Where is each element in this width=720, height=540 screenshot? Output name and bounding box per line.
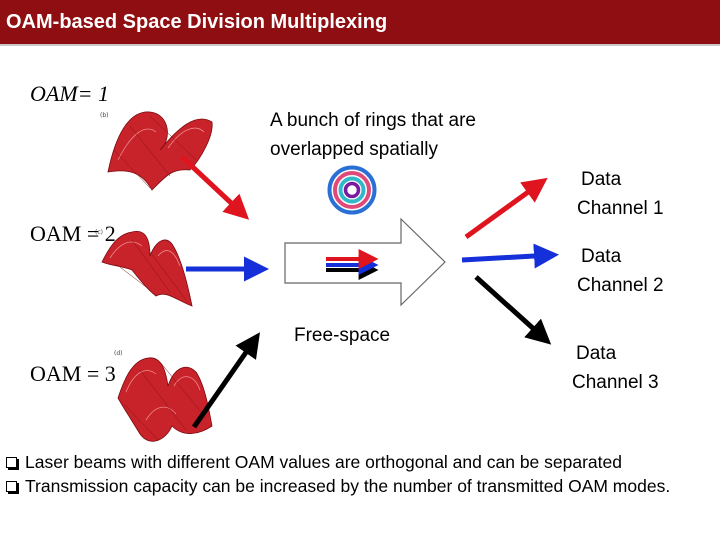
checkbox-bullet-icon xyxy=(6,457,19,470)
channel1-label-line2: Channel 1 xyxy=(577,197,664,219)
oam3-beam-arrow xyxy=(191,332,261,429)
channel1-label-line1: Data xyxy=(581,169,622,190)
channel3-label-line1: Data xyxy=(576,343,617,364)
bullet-text: Laser beams with different OAM values ar… xyxy=(25,452,622,472)
rings-caption: A bunch of rings that are overlapped spa… xyxy=(270,107,476,164)
channel2-label: Data Channel 2 xyxy=(577,243,664,300)
svg-text:(b): (b) xyxy=(100,112,109,119)
oam2-surface-image: (c) xyxy=(95,229,193,307)
bullet-list: Laser beams with different OAM values ar… xyxy=(6,450,714,498)
channel3-label: Data Channel 3 xyxy=(572,340,659,397)
checkbox-bullet-icon xyxy=(6,481,19,495)
oam1-surface-image: (b) xyxy=(100,111,213,191)
bullet-item: Transmission capacity can be increased b… xyxy=(6,474,714,498)
rings-caption-line1: A bunch of rings that are xyxy=(270,110,476,131)
title-rule xyxy=(0,44,720,46)
channel3-beam-arrow xyxy=(474,275,552,345)
oam2-label: OAM = 2 xyxy=(30,221,116,246)
channel3-label-line2: Channel 3 xyxy=(572,371,659,393)
svg-text:(c): (c) xyxy=(95,229,103,236)
channel1-label: Data Channel 1 xyxy=(577,166,664,223)
svg-text:(d): (d) xyxy=(114,350,123,357)
channel2-beam-arrow xyxy=(461,243,559,269)
oam3-label: OAM = 3 xyxy=(30,361,116,386)
free-space-label: Free-space xyxy=(294,325,391,346)
slide-title: OAM-based Space Division Multiplexing xyxy=(6,11,388,33)
channel2-label-line2: Channel 2 xyxy=(577,274,664,296)
free-space-block-arrow xyxy=(284,217,446,307)
channel2-label-line1: Data xyxy=(581,246,622,267)
concentric-rings-icon xyxy=(327,165,377,215)
oam3-surface-image: (d) xyxy=(114,350,213,442)
title-bar: OAM-based Space Division Multiplexing xyxy=(0,0,720,46)
bullet-item: Laser beams with different OAM values ar… xyxy=(6,450,714,474)
oam1-beam-arrow xyxy=(180,155,250,220)
channel1-beam-arrow xyxy=(464,177,548,240)
rings-caption-line2: overlapped spatially xyxy=(270,138,438,160)
oam1-label: OAM= 1 xyxy=(30,81,109,106)
bullet-text: Transmission capacity can be increased b… xyxy=(25,476,671,497)
